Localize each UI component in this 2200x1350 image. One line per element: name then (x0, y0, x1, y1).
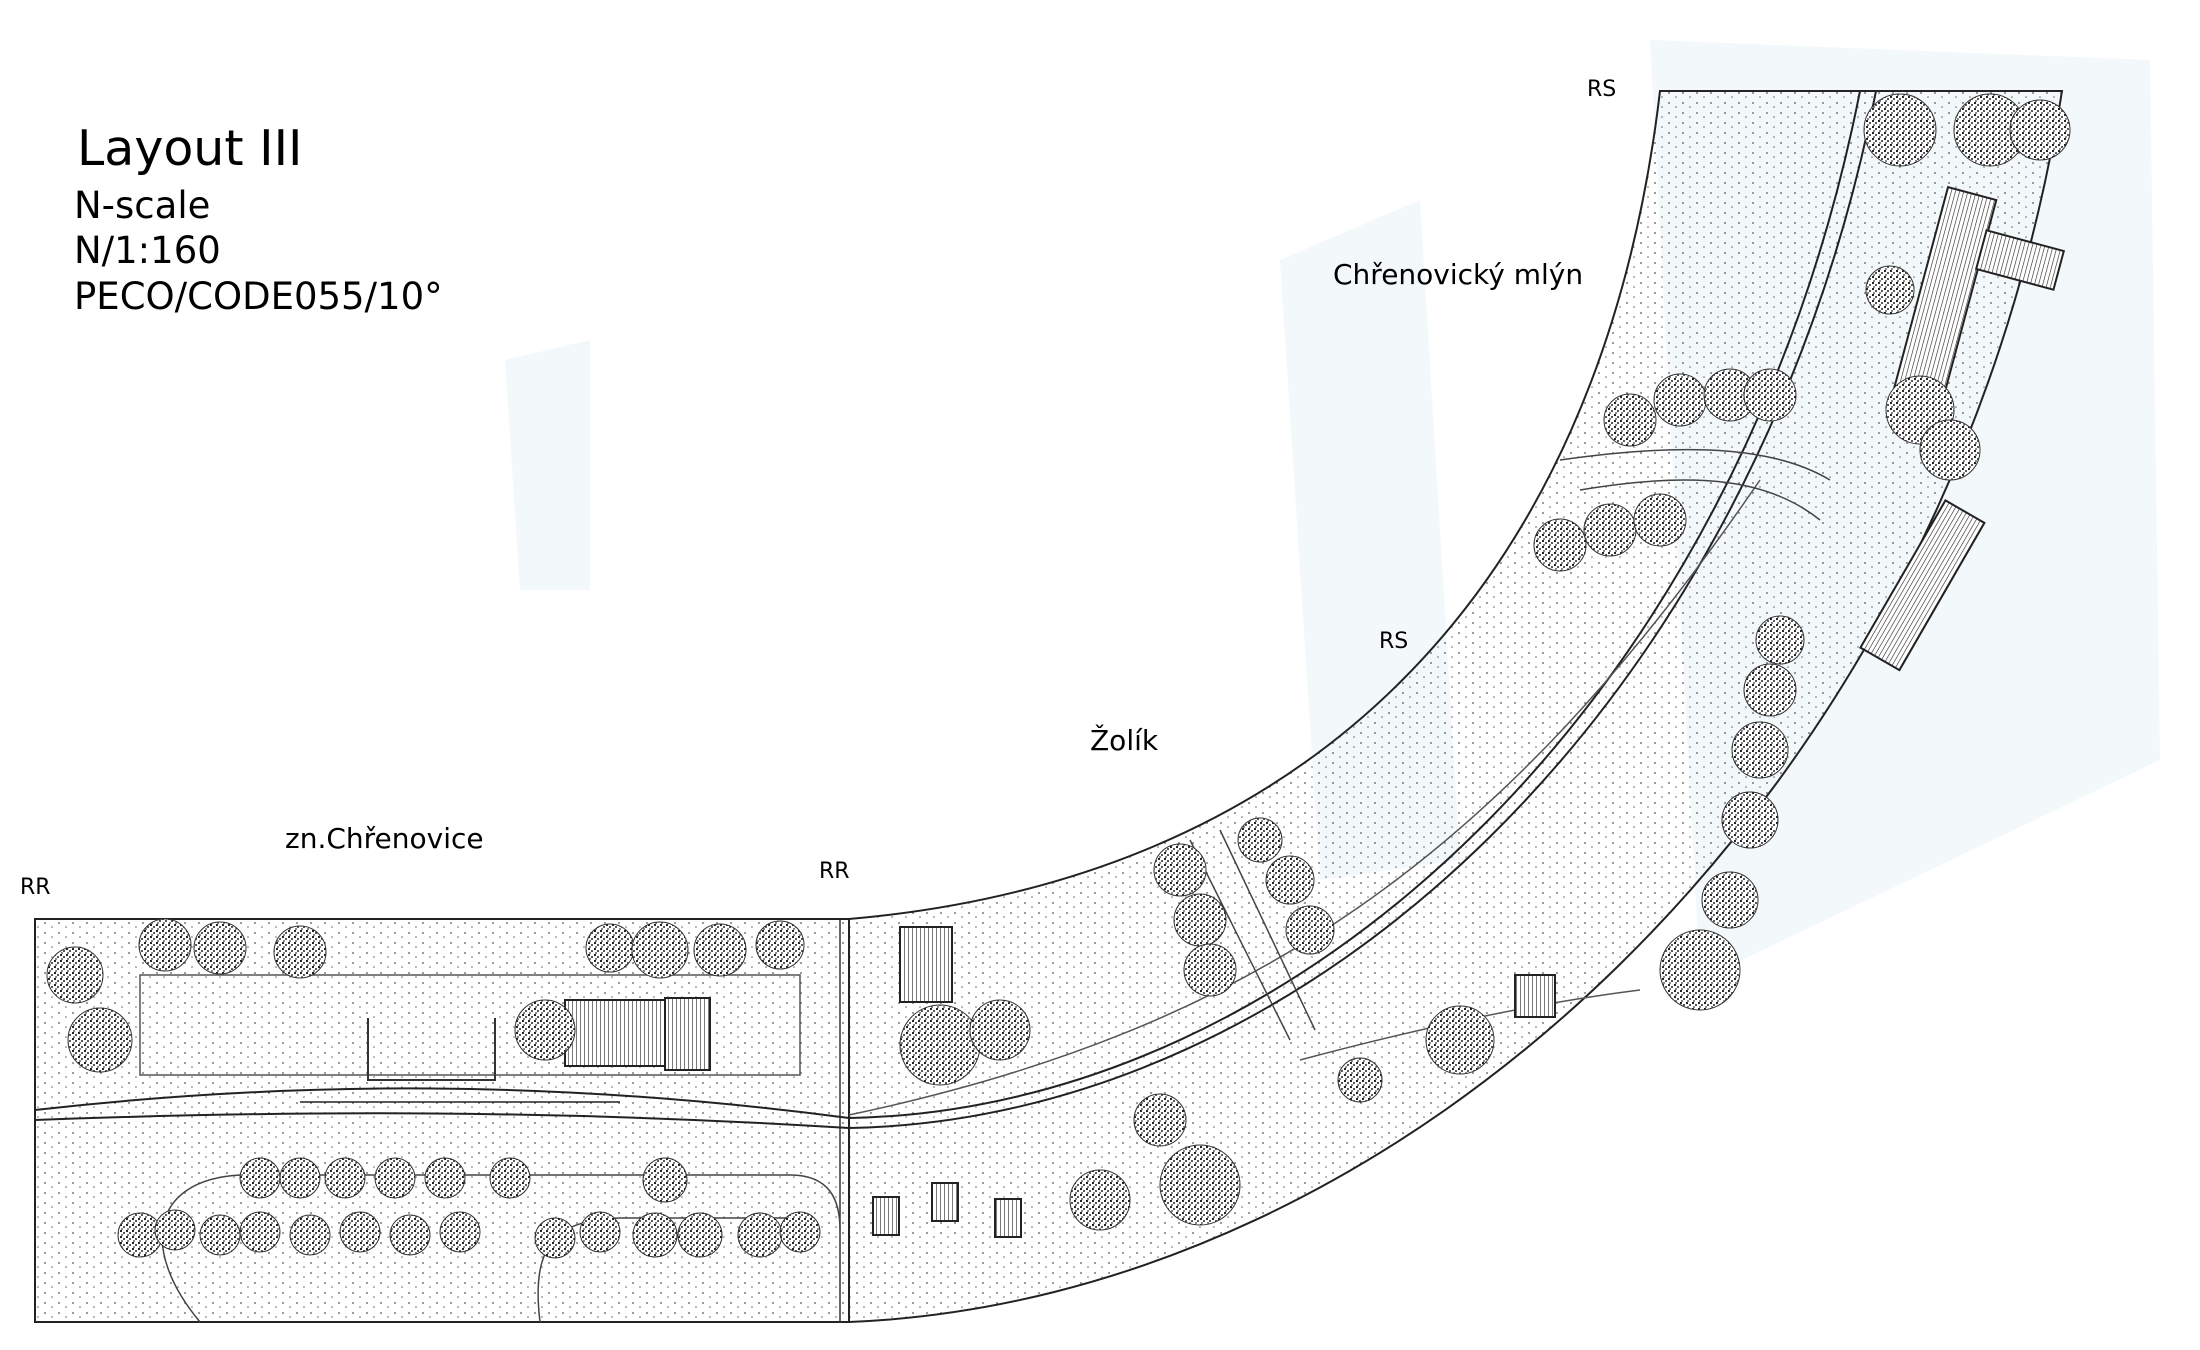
layout-title: Layout III (77, 120, 303, 177)
straight-module (34, 918, 850, 1323)
tree-icon (1633, 493, 1687, 547)
tree-icon (339, 1211, 381, 1253)
tree-icon (1237, 817, 1283, 863)
tree-icon (534, 1217, 576, 1259)
tree-icon (1133, 1093, 1187, 1147)
marker-rr-left: RR (20, 875, 51, 900)
warehouse (899, 926, 953, 1003)
tree-icon (239, 1157, 281, 1199)
label-station: zn.Chřenovice (285, 822, 484, 855)
shed (1514, 974, 1556, 1018)
tree-icon (514, 999, 576, 1061)
tree-icon (199, 1214, 241, 1256)
tree-icon (1701, 871, 1759, 929)
tree-icon (631, 921, 689, 979)
track (34, 90, 1877, 1130)
tree-icon (1659, 929, 1741, 1011)
mill-barn (1859, 499, 1986, 672)
marker-rs-top: RS (1587, 77, 1617, 102)
marker-rs-mid: RS (1379, 629, 1409, 654)
tree-icon (1583, 503, 1637, 557)
tree-icon (1865, 265, 1915, 315)
tree-icon (755, 920, 805, 970)
tree-icon (374, 1157, 416, 1199)
tree-icon (585, 923, 635, 973)
cottage-3 (994, 1198, 1022, 1238)
tree-icon (1285, 905, 1335, 955)
tree-icon (279, 1157, 321, 1199)
tree-icon (2009, 99, 2071, 161)
tree-icon (1755, 615, 1805, 665)
tree-icon (1743, 368, 1797, 422)
tree-icon (1721, 791, 1779, 849)
tree-icon (899, 1004, 981, 1086)
tree-icon (969, 999, 1031, 1061)
tree-icon (579, 1211, 621, 1253)
label-zolik: Žolík (1090, 724, 1159, 757)
tree-icon (1863, 93, 1937, 167)
tree-icon (632, 1212, 678, 1258)
tree-icon (642, 1157, 688, 1203)
marker-rr-mid: RR (819, 859, 850, 884)
tree-icon (1919, 419, 1981, 481)
tree-icon (737, 1212, 783, 1258)
scale-name: N-scale (74, 184, 211, 227)
tree-icon (154, 1209, 196, 1251)
tree-icon (289, 1214, 331, 1256)
tree-icon (193, 921, 247, 975)
tree-icon (46, 946, 104, 1004)
tree-icon (1743, 663, 1797, 717)
tree-icon (1425, 1005, 1495, 1075)
tree-icon (489, 1157, 531, 1199)
tree-icon (779, 1211, 821, 1253)
tree-icon (1653, 373, 1707, 427)
station-building (564, 999, 666, 1067)
tree-icon (389, 1214, 431, 1256)
tree-icon (67, 1007, 133, 1073)
tree-icon (138, 918, 192, 972)
tree-icon (273, 925, 327, 979)
tree-icon (1731, 721, 1789, 779)
cottage-2 (931, 1182, 959, 1222)
tree-icon (693, 923, 747, 977)
tree-icon (1603, 393, 1657, 447)
tree-icon (1265, 855, 1315, 905)
scale-ratio: N/1:160 (74, 229, 221, 272)
tree-icon (1337, 1057, 1383, 1103)
tree-icon (1153, 843, 1207, 897)
buildings (564, 185, 2066, 1238)
station-annex (664, 997, 711, 1071)
tree-icon (1159, 1144, 1241, 1226)
track-system: PECO/CODE055/10° (74, 275, 443, 318)
tree-icon (439, 1211, 481, 1253)
tree-groups (46, 93, 2071, 1259)
tree-icon (324, 1157, 366, 1199)
river (1299, 989, 1641, 1061)
tree-icon (424, 1157, 466, 1199)
tree-icon (1173, 893, 1227, 947)
label-mill: Chřenovický mlýn (1333, 258, 1584, 291)
tree-icon (239, 1211, 281, 1253)
tree-icon (1533, 518, 1587, 572)
tree-icon (1183, 943, 1237, 997)
mill-wing (1974, 229, 2066, 291)
tree-icon (677, 1212, 723, 1258)
cottage-1 (872, 1196, 900, 1236)
tree-icon (1069, 1169, 1131, 1231)
